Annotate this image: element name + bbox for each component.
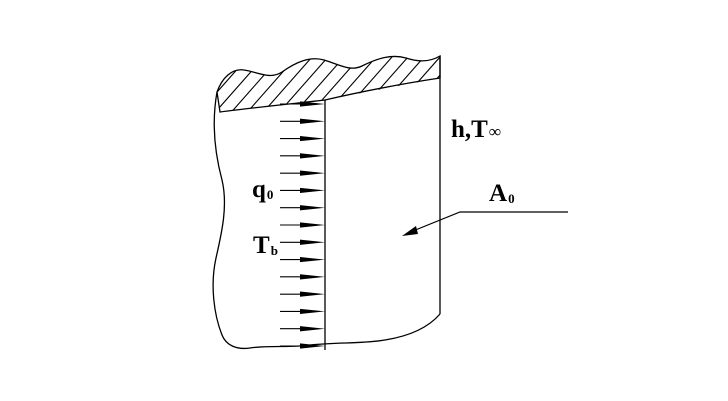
hatch-line [427,56,440,112]
hatch-line [140,40,215,125]
hatch-line [219,56,296,112]
hatch-line [217,56,248,112]
hatch-line [363,56,440,112]
convection-label: h,T∞ [451,117,501,142]
area-label-sub: 0 [508,191,515,206]
hatch-line [217,56,264,112]
area-leader-arrowhead [402,226,418,236]
area-label: A0 [489,181,515,206]
area-label-main: A [489,180,508,207]
base-temperature-label-sub: b [270,243,278,258]
base-temperature-label-main: T [253,232,270,259]
flux-arrowhead [300,274,325,280]
hatch-line [217,56,280,112]
flux-arrowhead [300,222,325,228]
base-temperature-label: Tb [253,233,278,258]
flux-arrowhead [300,170,325,176]
heat-flux-arrows [280,101,325,349]
flux-arrowhead [300,291,325,297]
flux-arrowhead [300,205,325,211]
hatch-line [235,56,312,112]
hatch-line [251,56,328,112]
wall-outline [216,54,441,113]
heat-flux-label-sub: 0 [266,187,274,202]
hatch-line [267,56,344,112]
convection-label-main: h,T [451,116,488,143]
area-leader [402,211,568,236]
flux-arrowhead [300,343,325,349]
hatch-line [299,56,376,112]
area-leader-line [407,211,568,234]
hatch-line [379,56,440,112]
hatch-line [444,40,519,125]
flux-arrowhead [300,118,325,124]
flux-arrowhead [300,239,325,245]
hatched-wall [140,40,551,125]
flux-arrowhead [300,101,325,107]
flux-arrowhead [300,135,325,142]
flux-arrowhead [300,153,325,159]
hatch-line [315,56,392,112]
hatch-line [476,40,551,125]
heat-flux-label: q0 [252,177,273,202]
fin-left-wavy-edge [212,91,441,350]
convection-label-sub: ∞ [488,122,501,141]
hatch-line [283,56,360,112]
heat-flux-label-main: q [252,176,266,203]
flux-arrowhead [300,326,325,332]
wall-hatch-lines [140,40,551,125]
flux-arrowhead [300,256,325,263]
flux-arrowhead [300,187,325,194]
hatch-line [411,56,440,112]
hatch-line [460,40,535,125]
hatch-line [395,56,440,112]
hatch-line [331,56,408,112]
flux-arrowhead [300,308,325,315]
